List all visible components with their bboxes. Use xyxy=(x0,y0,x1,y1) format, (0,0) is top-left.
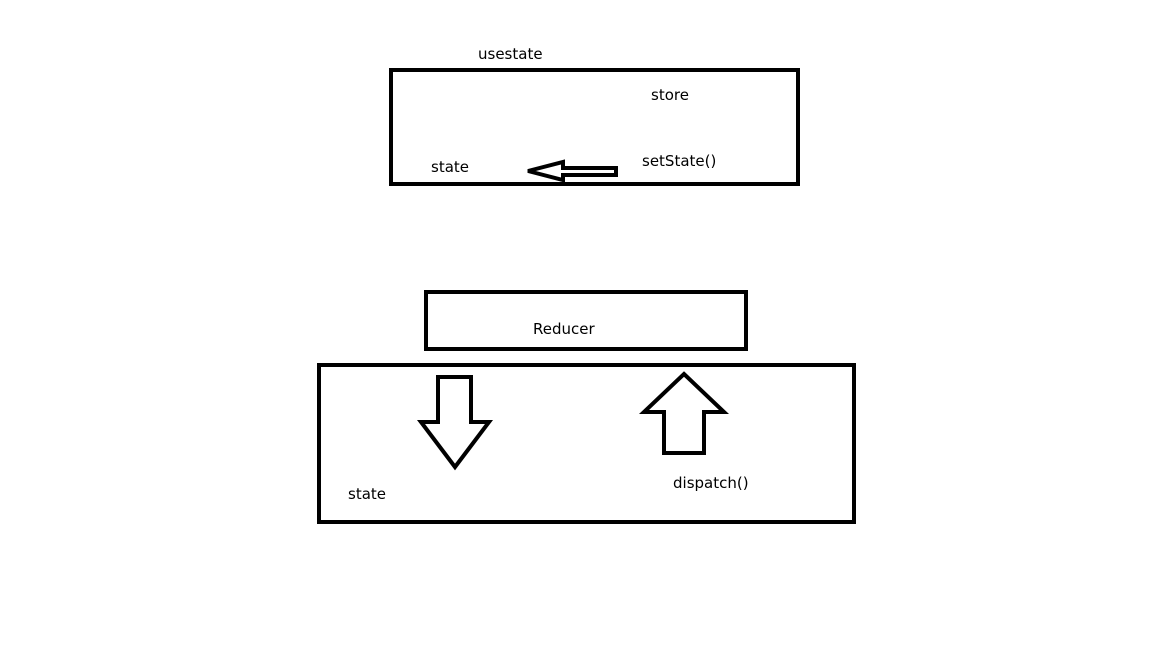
bottom-state-label: state xyxy=(348,485,386,503)
store-label: store xyxy=(651,86,689,104)
reducer-box xyxy=(424,290,748,351)
usestate-caption: usestate xyxy=(478,45,543,63)
usereducer-box xyxy=(317,363,856,524)
setstate-label: setState() xyxy=(642,152,716,170)
left-arrow-icon xyxy=(527,159,618,183)
down-arrow-icon xyxy=(416,375,494,471)
top-state-label: state xyxy=(431,158,469,176)
dispatch-label: dispatch() xyxy=(673,474,749,492)
usestate-box xyxy=(389,68,800,186)
reducer-label: Reducer xyxy=(533,320,595,338)
up-arrow-icon xyxy=(638,371,730,455)
